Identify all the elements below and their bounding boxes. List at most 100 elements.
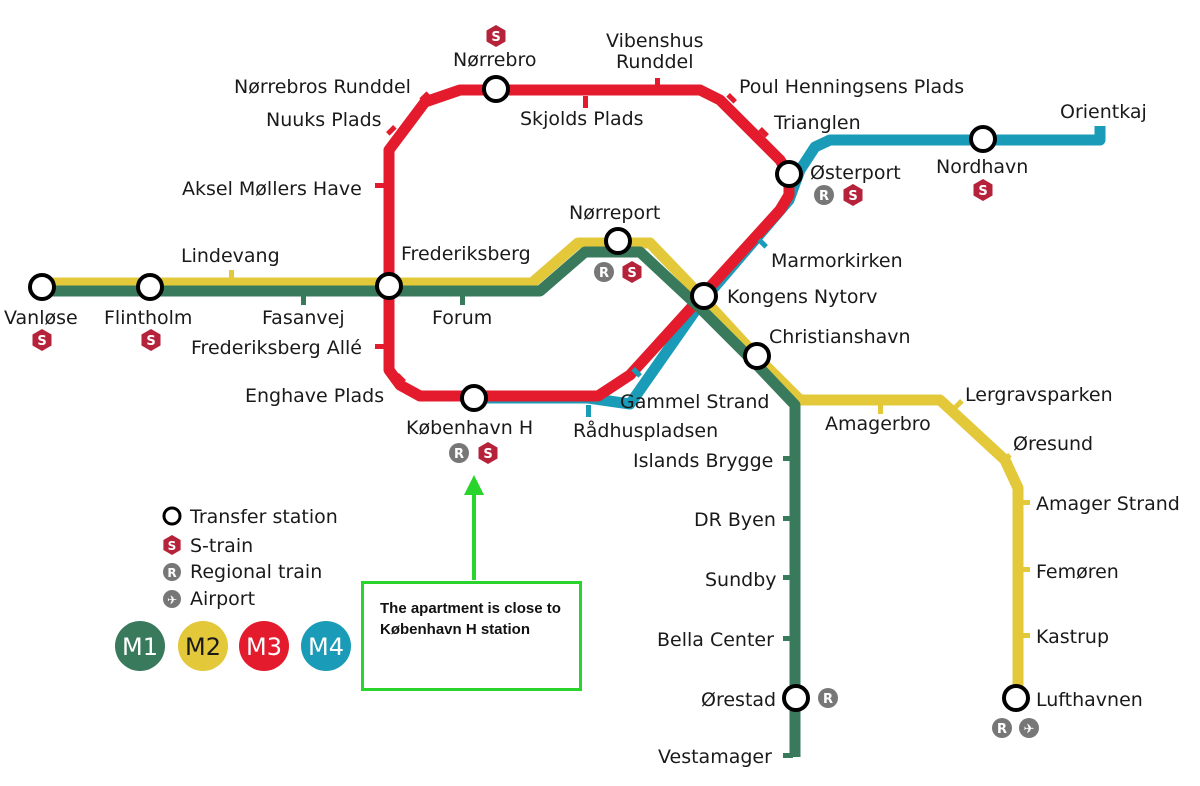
regional-train-badges: R R R R R [449,185,1012,738]
svg-text:S: S [483,447,492,462]
label-lergravsparken: Lergravsparken [965,384,1113,406]
legend-m3-disc [239,621,289,671]
label-dr-byen: DR Byen [694,509,776,531]
label-osterport: Østerport [810,162,901,184]
svg-text:✈: ✈ [1024,722,1035,737]
label-kongens-nytorv: Kongens Nytorv [727,286,878,308]
label-christianshavn: Christianshavn [769,326,911,348]
transfer-christianshavn [743,342,771,370]
label-trianglen: Trianglen [773,112,861,134]
label-amager-strand: Amager Strand [1036,493,1180,515]
svg-text:R: R [823,692,833,707]
s-train-icon: S [141,329,161,351]
label-sundby: Sundby [705,569,777,591]
s-train-icon: S [486,25,506,47]
label-orestad: Ørestad [701,689,776,711]
legend-transfer-label: Transfer station [189,506,338,528]
s-train-icon: S [32,329,52,351]
line-m3 [383,84,795,402]
regional-train-icon: R [449,443,469,463]
label-aksel-mollers-have: Aksel Møllers Have [182,178,362,200]
label-vibenshus-line1: Vibenshus [606,30,704,52]
legend-airport-icon: ✈ [163,590,181,608]
label-oresund: Øresund [1013,433,1093,455]
label-frederiksberg: Frederiksberg [401,243,531,265]
label-marmorkirken: Marmorkirken [771,250,903,272]
airport-icon: ✈ [1019,718,1039,738]
svg-text:S: S [146,334,155,349]
legend-m4-label: M4 [308,633,344,661]
legend-m2-disc [178,621,228,671]
svg-text:S: S [168,539,177,553]
label-amagerbro: Amagerbro [825,413,931,435]
svg-text:R: R [819,189,829,204]
label-gammel-strand: Gammel Strand [620,391,769,413]
transfer-nordhavn [969,125,997,153]
s-train-badges: S S S S S S S [32,25,993,464]
legend-transfer-icon [162,506,182,526]
label-poul-henningsens-plads: Poul Henningsens Plads [739,76,964,98]
s-train-icon: S [973,179,993,201]
label-norrebro: Nørrebro [453,49,536,71]
label-flintholm: Flintholm [104,307,192,329]
transfer-kongens-nytorv [690,282,718,310]
s-train-icon: S [843,184,863,206]
legend-regional-icon: R [163,563,181,581]
transfer-stations [28,75,1030,712]
label-kobenhavn-h: København H [406,417,533,439]
label-lindevang: Lindevang [181,245,280,267]
legend-m1-disc [115,621,165,671]
label-femoren: Femøren [1036,561,1119,583]
line-m1 [42,246,801,757]
svg-text:S: S [627,266,636,281]
label-enghave-plads: Enghave Plads [245,385,384,407]
legend-s-train-label: S-train [190,535,253,557]
label-nordhavn: Nordhavn [936,156,1028,178]
label-vanlose: Vanløse [4,307,78,329]
label-norreport: Nørreport [569,202,660,224]
transfer-flintholm [136,273,164,301]
label-vestamager: Vestamager [658,746,772,768]
label-norrebros-runddel: Nørrebros Runddel [234,76,411,98]
label-vibenshus-line2: Runddel [616,51,694,73]
label-fasanvej: Fasanvej [262,307,345,329]
legend-m1-label: M1 [122,633,158,661]
callout-text: The apartment is close to København H st… [380,600,561,638]
label-skjolds-plads: Skjolds Plads [520,108,644,130]
svg-text:R: R [997,722,1007,737]
legend-airport-label: Airport [190,588,255,610]
transfer-vanlose [28,273,56,301]
label-nuuks-plads: Nuuks Plads [266,109,382,131]
station-ticks [229,78,1030,758]
transfer-kobenhavn-h [460,384,488,412]
label-lufthavnen: Lufthavnen [1036,689,1143,711]
svg-text:R: R [454,447,464,462]
regional-train-icon: R [594,262,614,282]
station-labels: Vanløse Flintholm Lindevang Fasanvej Fre… [4,30,1180,768]
label-forum: Forum [432,307,492,329]
legend-m3-label: M3 [246,633,282,661]
airport-badges: ✈ [1019,718,1039,738]
label-frederiksberg-alle: Frederiksberg Allé [191,337,362,359]
regional-train-icon: R [992,718,1012,738]
regional-train-icon: R [818,688,838,708]
legend: Transfer station S S-train R Regional tr… [115,506,351,671]
callout-box: The apartment is close to København H st… [361,581,582,691]
svg-text:S: S [978,184,987,199]
label-islands-brygge: Islands Brygge [633,450,773,472]
svg-text:✈: ✈ [167,593,177,607]
legend-m4-disc [301,621,351,671]
s-train-icon: S [478,442,498,464]
legend-m2-label: M2 [185,633,221,661]
s-train-icon: S [622,261,642,283]
transfer-frederiksberg [375,272,403,300]
label-kastrup: Kastrup [1036,626,1109,648]
transfer-norreport [604,227,632,255]
legend-s-train-icon: S [163,535,181,555]
transfer-lufthavnen [1002,684,1030,712]
svg-text:S: S [491,30,500,45]
transfer-osterport [775,160,803,188]
svg-text:R: R [167,566,176,580]
transfer-norrebro [482,75,510,103]
